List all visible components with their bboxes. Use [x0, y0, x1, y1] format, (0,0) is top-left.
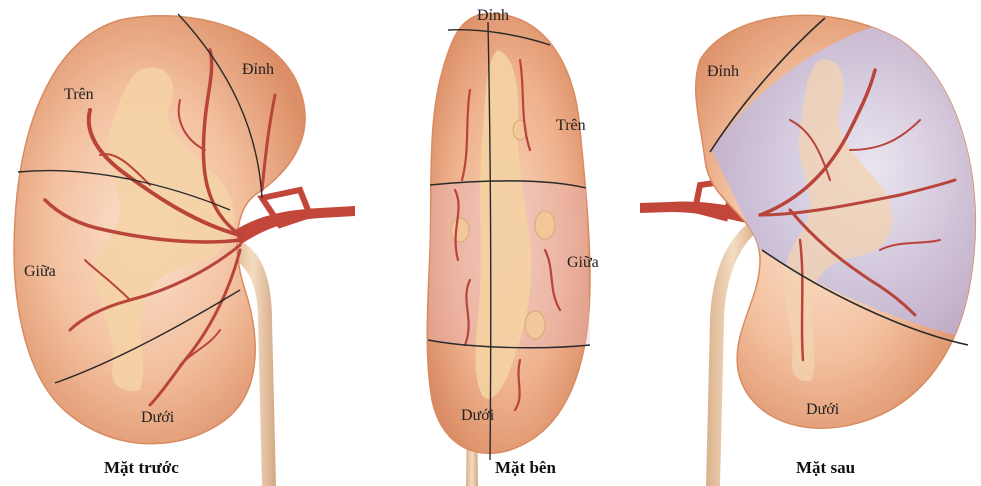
anterior-caption: Mặt trước [104, 458, 179, 477]
posterior-caption: Mặt sau [796, 458, 855, 477]
lateral-label-upper: Trên [556, 117, 586, 134]
anterior-kidney: Đỉnh Trên Giữa Dưới Mặt trước [14, 14, 355, 486]
anterior-label-lower: Dưới [141, 409, 175, 426]
anterior-label-apex: Đỉnh [242, 61, 274, 78]
anterior-renal-artery [235, 206, 355, 245]
posterior-kidney: Đỉnh Dưới Mặt sau [640, 15, 981, 486]
anterior-label-middle: Giữa [24, 263, 56, 280]
posterior-label-apex: Đỉnh [707, 63, 739, 80]
lateral-caption: Mặt bên [495, 458, 556, 477]
anterior-label-upper: Trên [64, 86, 94, 103]
lateral-label-middle: Giữa [567, 254, 599, 271]
lateral-label-apex: Đỉnh [477, 7, 509, 24]
lateral-kidney: Đỉnh Trên Giữa Dưới Mặt bên [427, 7, 599, 486]
posterior-label-lower: Dưới [806, 401, 840, 418]
lateral-label-lower: Dưới [461, 407, 495, 424]
